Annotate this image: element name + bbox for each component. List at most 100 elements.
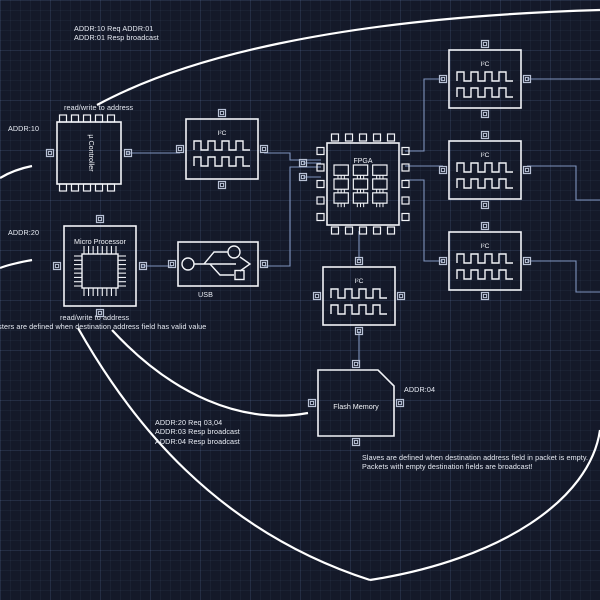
port-i2c-right-3-top[interactable] bbox=[480, 221, 490, 231]
pin-top-2 bbox=[82, 114, 92, 123]
port-micro-processor-top-dot bbox=[97, 216, 103, 222]
port-i2c-right-1-top[interactable] bbox=[480, 39, 490, 49]
port-i2c-right-3-bottom-dot bbox=[482, 293, 488, 299]
fpga-clb-2-0 bbox=[333, 192, 349, 204]
port-micro-controller-right-dot bbox=[125, 150, 131, 156]
port-flash-memory-top[interactable] bbox=[351, 359, 361, 369]
port-i2c-top-right-dot bbox=[261, 146, 267, 152]
fpga-pin-r3 bbox=[401, 196, 410, 205]
port-i2c-right-2-left[interactable] bbox=[438, 165, 448, 175]
port-i2c-top-left-dot bbox=[177, 146, 183, 152]
port-i2c-top-bottom-dot bbox=[219, 182, 225, 188]
port-i2c-top-bottom[interactable] bbox=[217, 180, 227, 190]
port-micro-processor-bottom[interactable] bbox=[95, 308, 105, 318]
fpga-clb-0-0 bbox=[333, 164, 349, 176]
port-i2c-right-2-bottom-dot bbox=[482, 202, 488, 208]
port-i2c-right-1-right[interactable] bbox=[522, 74, 532, 84]
block-i2c-top bbox=[185, 118, 259, 180]
curve-top-master bbox=[96, 8, 600, 106]
wave-scl-i2c-right-3 bbox=[456, 253, 513, 264]
block-i2c-right-2 bbox=[448, 140, 522, 200]
port-usb-interface-left[interactable] bbox=[167, 259, 177, 269]
wire-i2c-r2-out bbox=[527, 165, 600, 201]
curve-left-upper bbox=[0, 164, 33, 179]
label-fpga: FPGA bbox=[353, 158, 372, 165]
port-i2c-top-right[interactable] bbox=[259, 144, 269, 154]
note-readwrite-top: read/write to address bbox=[64, 103, 134, 112]
fpga-pin-b1 bbox=[344, 226, 354, 235]
port-flash-memory-right[interactable] bbox=[395, 398, 405, 408]
fpga-pin-b0 bbox=[330, 226, 340, 235]
port-i2c-bottom-center-top[interactable] bbox=[354, 256, 364, 266]
port-i2c-top-left[interactable] bbox=[175, 144, 185, 154]
pin-top-4 bbox=[106, 114, 116, 123]
fpga-pin-t0 bbox=[330, 133, 340, 142]
port-micro-processor-left[interactable] bbox=[52, 261, 62, 271]
fpga-clb-2-1 bbox=[352, 192, 369, 204]
port-i2c-right-2-top[interactable] bbox=[480, 130, 490, 140]
label-i2c-right-1: I²C bbox=[481, 61, 490, 68]
port-i2c-right-1-top-dot bbox=[482, 41, 488, 47]
wave-scl-i2c-right-1 bbox=[456, 71, 513, 82]
curve-left-lower bbox=[0, 258, 33, 270]
port-i2c-right-1-right-dot bbox=[524, 76, 530, 82]
port-i2c-bottom-center-bottom[interactable] bbox=[354, 326, 364, 336]
note-readwrite-bottom: read/write to address bbox=[60, 313, 130, 322]
port-flash-memory-right-dot bbox=[397, 400, 403, 406]
wire-usb-to-fpga bbox=[264, 166, 321, 267]
label-i2c-top: I²C bbox=[218, 130, 227, 137]
usb-branch-up bbox=[203, 251, 228, 265]
port-i2c-right-2-left-dot bbox=[440, 167, 446, 173]
block-i2c-bottom-center bbox=[322, 266, 396, 326]
port-i2c-right-3-right[interactable] bbox=[522, 256, 532, 266]
fpga-pin-t2 bbox=[358, 133, 368, 142]
block-flash-memory bbox=[317, 369, 395, 437]
block-fpga bbox=[326, 142, 400, 226]
fpga-clb-1-0 bbox=[333, 178, 349, 190]
port-flash-memory-left-dot bbox=[309, 400, 315, 406]
port-i2c-bottom-center-left-dot bbox=[314, 293, 320, 299]
wire-i2c-to-fpga bbox=[264, 152, 321, 161]
port-i2c-right-2-bottom[interactable] bbox=[480, 200, 490, 210]
note-addr20-request: ADDR:20 Req 03,04 ADDR:03 Resp broadcast… bbox=[155, 418, 240, 446]
block-micro-processor bbox=[63, 225, 137, 307]
port-i2c-right-3-left-dot bbox=[440, 258, 446, 264]
port-micro-controller-right[interactable] bbox=[123, 148, 133, 158]
port-i2c-right-1-left[interactable] bbox=[438, 74, 448, 84]
chip-body-micro-processor bbox=[81, 253, 119, 289]
port-i2c-right-1-left-dot bbox=[440, 76, 446, 82]
port-i2c-bottom-center-left[interactable] bbox=[312, 291, 322, 301]
port-i2c-right-2-right[interactable] bbox=[522, 165, 532, 175]
port-micro-controller-left[interactable] bbox=[45, 148, 55, 158]
fpga-pin-r1 bbox=[401, 163, 410, 172]
port-usb-interface-right-dot bbox=[261, 261, 267, 267]
port-i2c-right-1-bottom[interactable] bbox=[480, 109, 490, 119]
port-usb-interface-right[interactable] bbox=[259, 259, 269, 269]
port-i2c-right-3-left[interactable] bbox=[438, 256, 448, 266]
port-flash-memory-bottom[interactable] bbox=[351, 437, 361, 447]
port-i2c-right-3-top-dot bbox=[482, 223, 488, 229]
port-i2c-bottom-center-right[interactable] bbox=[396, 291, 406, 301]
port-micro-processor-top[interactable] bbox=[95, 214, 105, 224]
bus-tap-0[interactable] bbox=[298, 158, 308, 168]
wave-sda-i2c-right-1 bbox=[456, 87, 513, 98]
bus-tap-1[interactable] bbox=[298, 172, 308, 182]
wire-fpga-to-i2c-r1 bbox=[405, 78, 443, 152]
port-micro-processor-right[interactable] bbox=[138, 261, 148, 271]
block-i2c-right-1 bbox=[448, 49, 522, 109]
port-flash-memory-bottom-dot bbox=[353, 439, 359, 445]
port-i2c-right-3-bottom[interactable] bbox=[480, 291, 490, 301]
pin-top-1 bbox=[70, 114, 80, 123]
fpga-pin-b4 bbox=[386, 226, 396, 235]
wave-scl-i2c-top bbox=[193, 140, 250, 151]
label-addr-20: ADDR:20 bbox=[8, 228, 40, 237]
port-flash-memory-left[interactable] bbox=[307, 398, 317, 408]
usb-branch-down bbox=[209, 263, 234, 276]
port-i2c-bottom-center-top-dot bbox=[356, 258, 362, 264]
fpga-pin-l4 bbox=[316, 212, 325, 222]
fpga-clb-1-1 bbox=[352, 178, 369, 190]
port-i2c-top-top[interactable] bbox=[217, 108, 227, 118]
fpga-pin-r2 bbox=[401, 179, 410, 189]
note-addr10-request: ADDR:10 Req ADDR:01 ADDR:01 Resp broadca… bbox=[74, 24, 159, 43]
